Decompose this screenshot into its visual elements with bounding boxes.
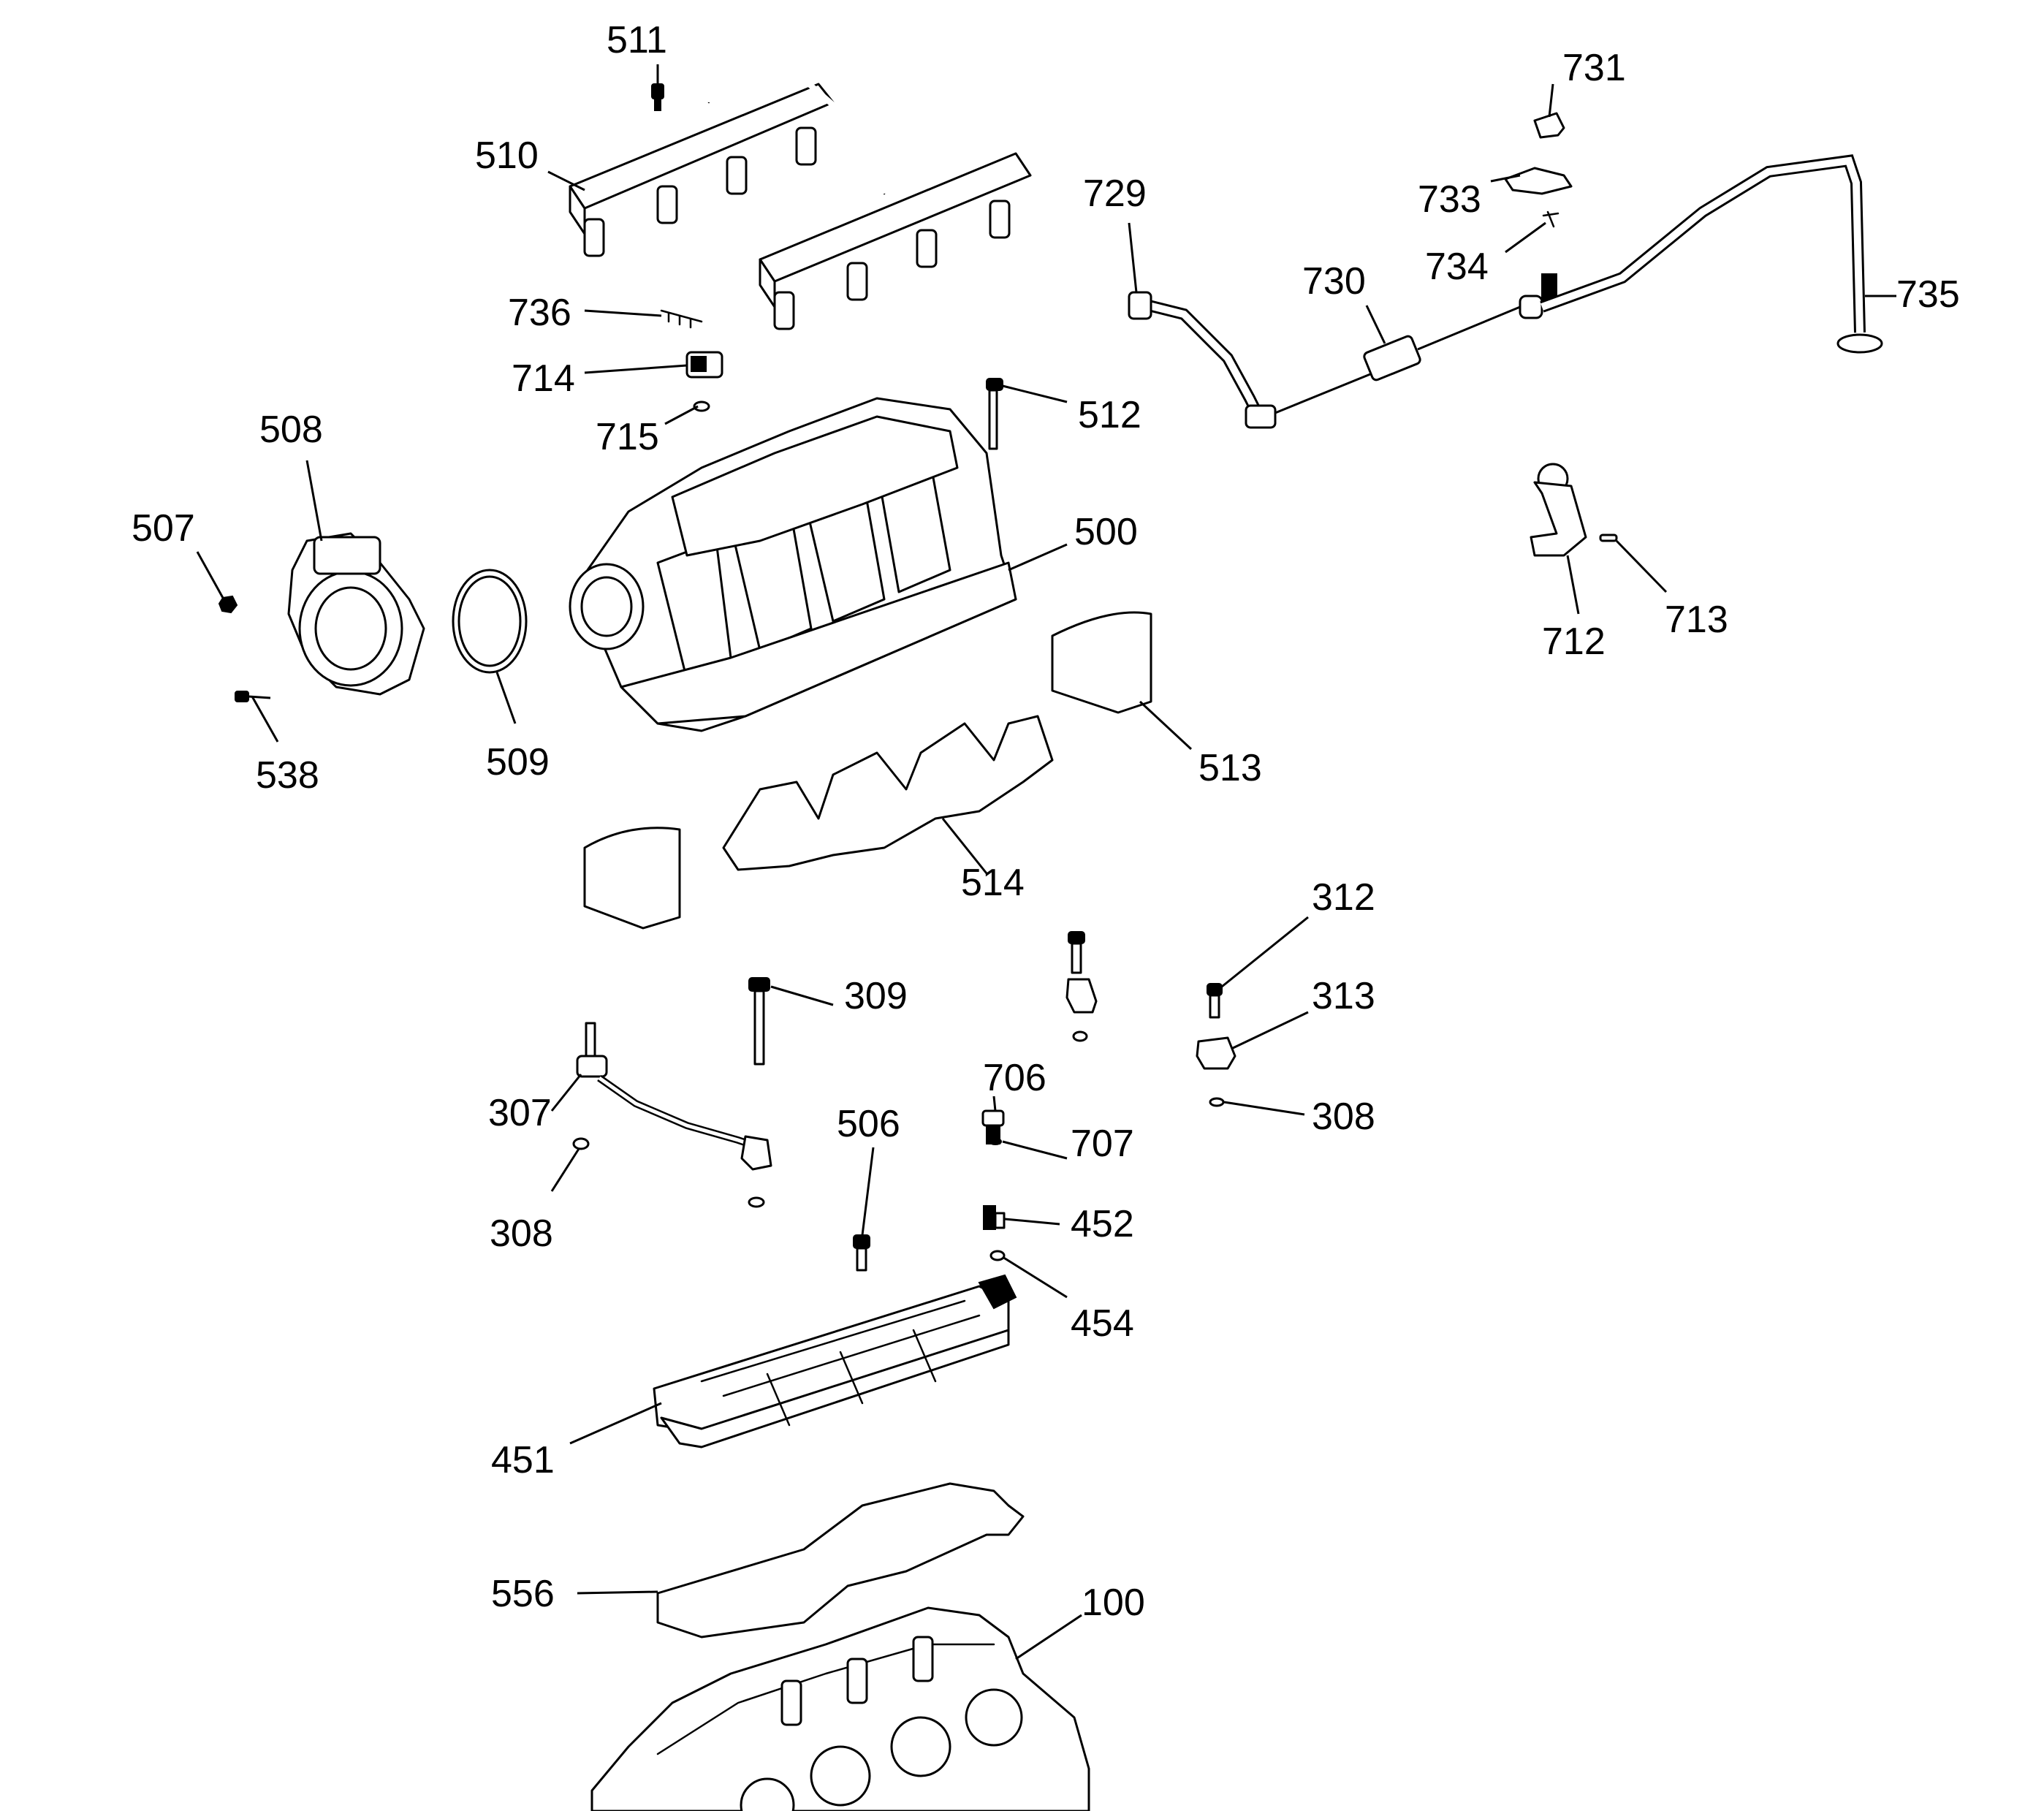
callout-513: 513 (1198, 747, 1262, 789)
callout-308-right: 308 (1312, 1096, 1375, 1138)
gasket-556 (656, 1482, 1025, 1639)
callout-452: 452 (1071, 1203, 1134, 1245)
clip-734 (1542, 210, 1559, 228)
clip-452 (983, 1205, 1006, 1230)
callout-729: 729 (1083, 172, 1147, 215)
callout-511: 511 (607, 19, 667, 61)
callout-715: 715 (596, 416, 659, 458)
bolt-312 (1207, 983, 1223, 1019)
seal-454 (989, 1250, 1006, 1261)
callout-512: 512 (1078, 394, 1141, 436)
sensor-714 (685, 351, 723, 379)
seal-under-307 (748, 1196, 765, 1208)
callout-730: 730 (1302, 260, 1366, 303)
callout-507: 507 (132, 507, 195, 550)
engine-block-100 (590, 1606, 1090, 1811)
callout-500: 500 (1074, 511, 1138, 553)
callout-454: 454 (1071, 1302, 1134, 1345)
seal-308-left (572, 1137, 590, 1150)
callout-713: 713 (1665, 599, 1728, 641)
seal-308-right (1209, 1097, 1225, 1107)
cap-731 (1533, 112, 1565, 139)
insulator-513-left (583, 827, 681, 930)
sensor-center-upper (1065, 978, 1098, 1014)
callout-707: 707 (1071, 1123, 1134, 1165)
bolt-506 (853, 1234, 870, 1272)
callout-736: 736 (508, 292, 571, 334)
stud-512 (986, 378, 1003, 450)
callout-312: 312 (1312, 876, 1375, 919)
bolt-511 (651, 83, 664, 111)
pin-713 (1599, 534, 1618, 542)
callout-514: 514 (961, 862, 1025, 904)
callout-712: 712 (1542, 620, 1606, 663)
callout-733: 733 (1418, 178, 1481, 221)
gasket-509 (452, 569, 528, 674)
clip-736 (660, 309, 703, 329)
callout-510: 510 (475, 134, 539, 177)
seal-715 (693, 400, 710, 412)
bolt-center-upper (1068, 931, 1085, 974)
callout-734: 734 (1425, 246, 1489, 288)
callout-labels: 511 510 736 714 715 512 508 507 538 509 … (132, 19, 1960, 1624)
injector-row-right (773, 200, 1011, 330)
manifold-gasket-514 (722, 715, 1054, 871)
callout-506: 506 (837, 1103, 900, 1145)
callout-508: 508 (259, 409, 323, 451)
bracket-733 (1504, 167, 1573, 195)
callout-706: 706 (983, 1057, 1046, 1099)
callout-451: 451 (491, 1439, 555, 1481)
bolt-309 (748, 977, 770, 1066)
bracket-712 (1530, 463, 1587, 557)
seal-center-upper (1072, 1030, 1088, 1042)
throttle-body (287, 532, 425, 696)
nut-507 (218, 595, 238, 614)
callout-509: 509 (486, 741, 550, 783)
callout-714: 714 (512, 357, 575, 400)
fuel-feed-line (1128, 154, 1883, 429)
callout-100: 100 (1082, 1582, 1145, 1624)
callout-735: 735 (1896, 273, 1960, 316)
callout-307: 307 (488, 1092, 552, 1134)
seal-707 (989, 1138, 1002, 1145)
callout-538: 538 (256, 754, 319, 797)
leader-lines (196, 64, 1896, 1660)
callout-309: 309 (844, 975, 908, 1017)
fuel-rail-assembly (569, 63, 1032, 330)
sensor-313 (1196, 1036, 1236, 1070)
callout-313: 313 (1312, 975, 1375, 1017)
insulator-513-right (1051, 611, 1152, 714)
valley-cover-451 (653, 1274, 1017, 1449)
callout-556: 556 (491, 1573, 555, 1615)
injector-row-left (583, 126, 817, 257)
callout-308-left: 308 (490, 1212, 553, 1255)
sensor-307 (576, 1022, 772, 1171)
intake-manifold (569, 397, 1017, 732)
callout-731: 731 (1562, 47, 1626, 89)
